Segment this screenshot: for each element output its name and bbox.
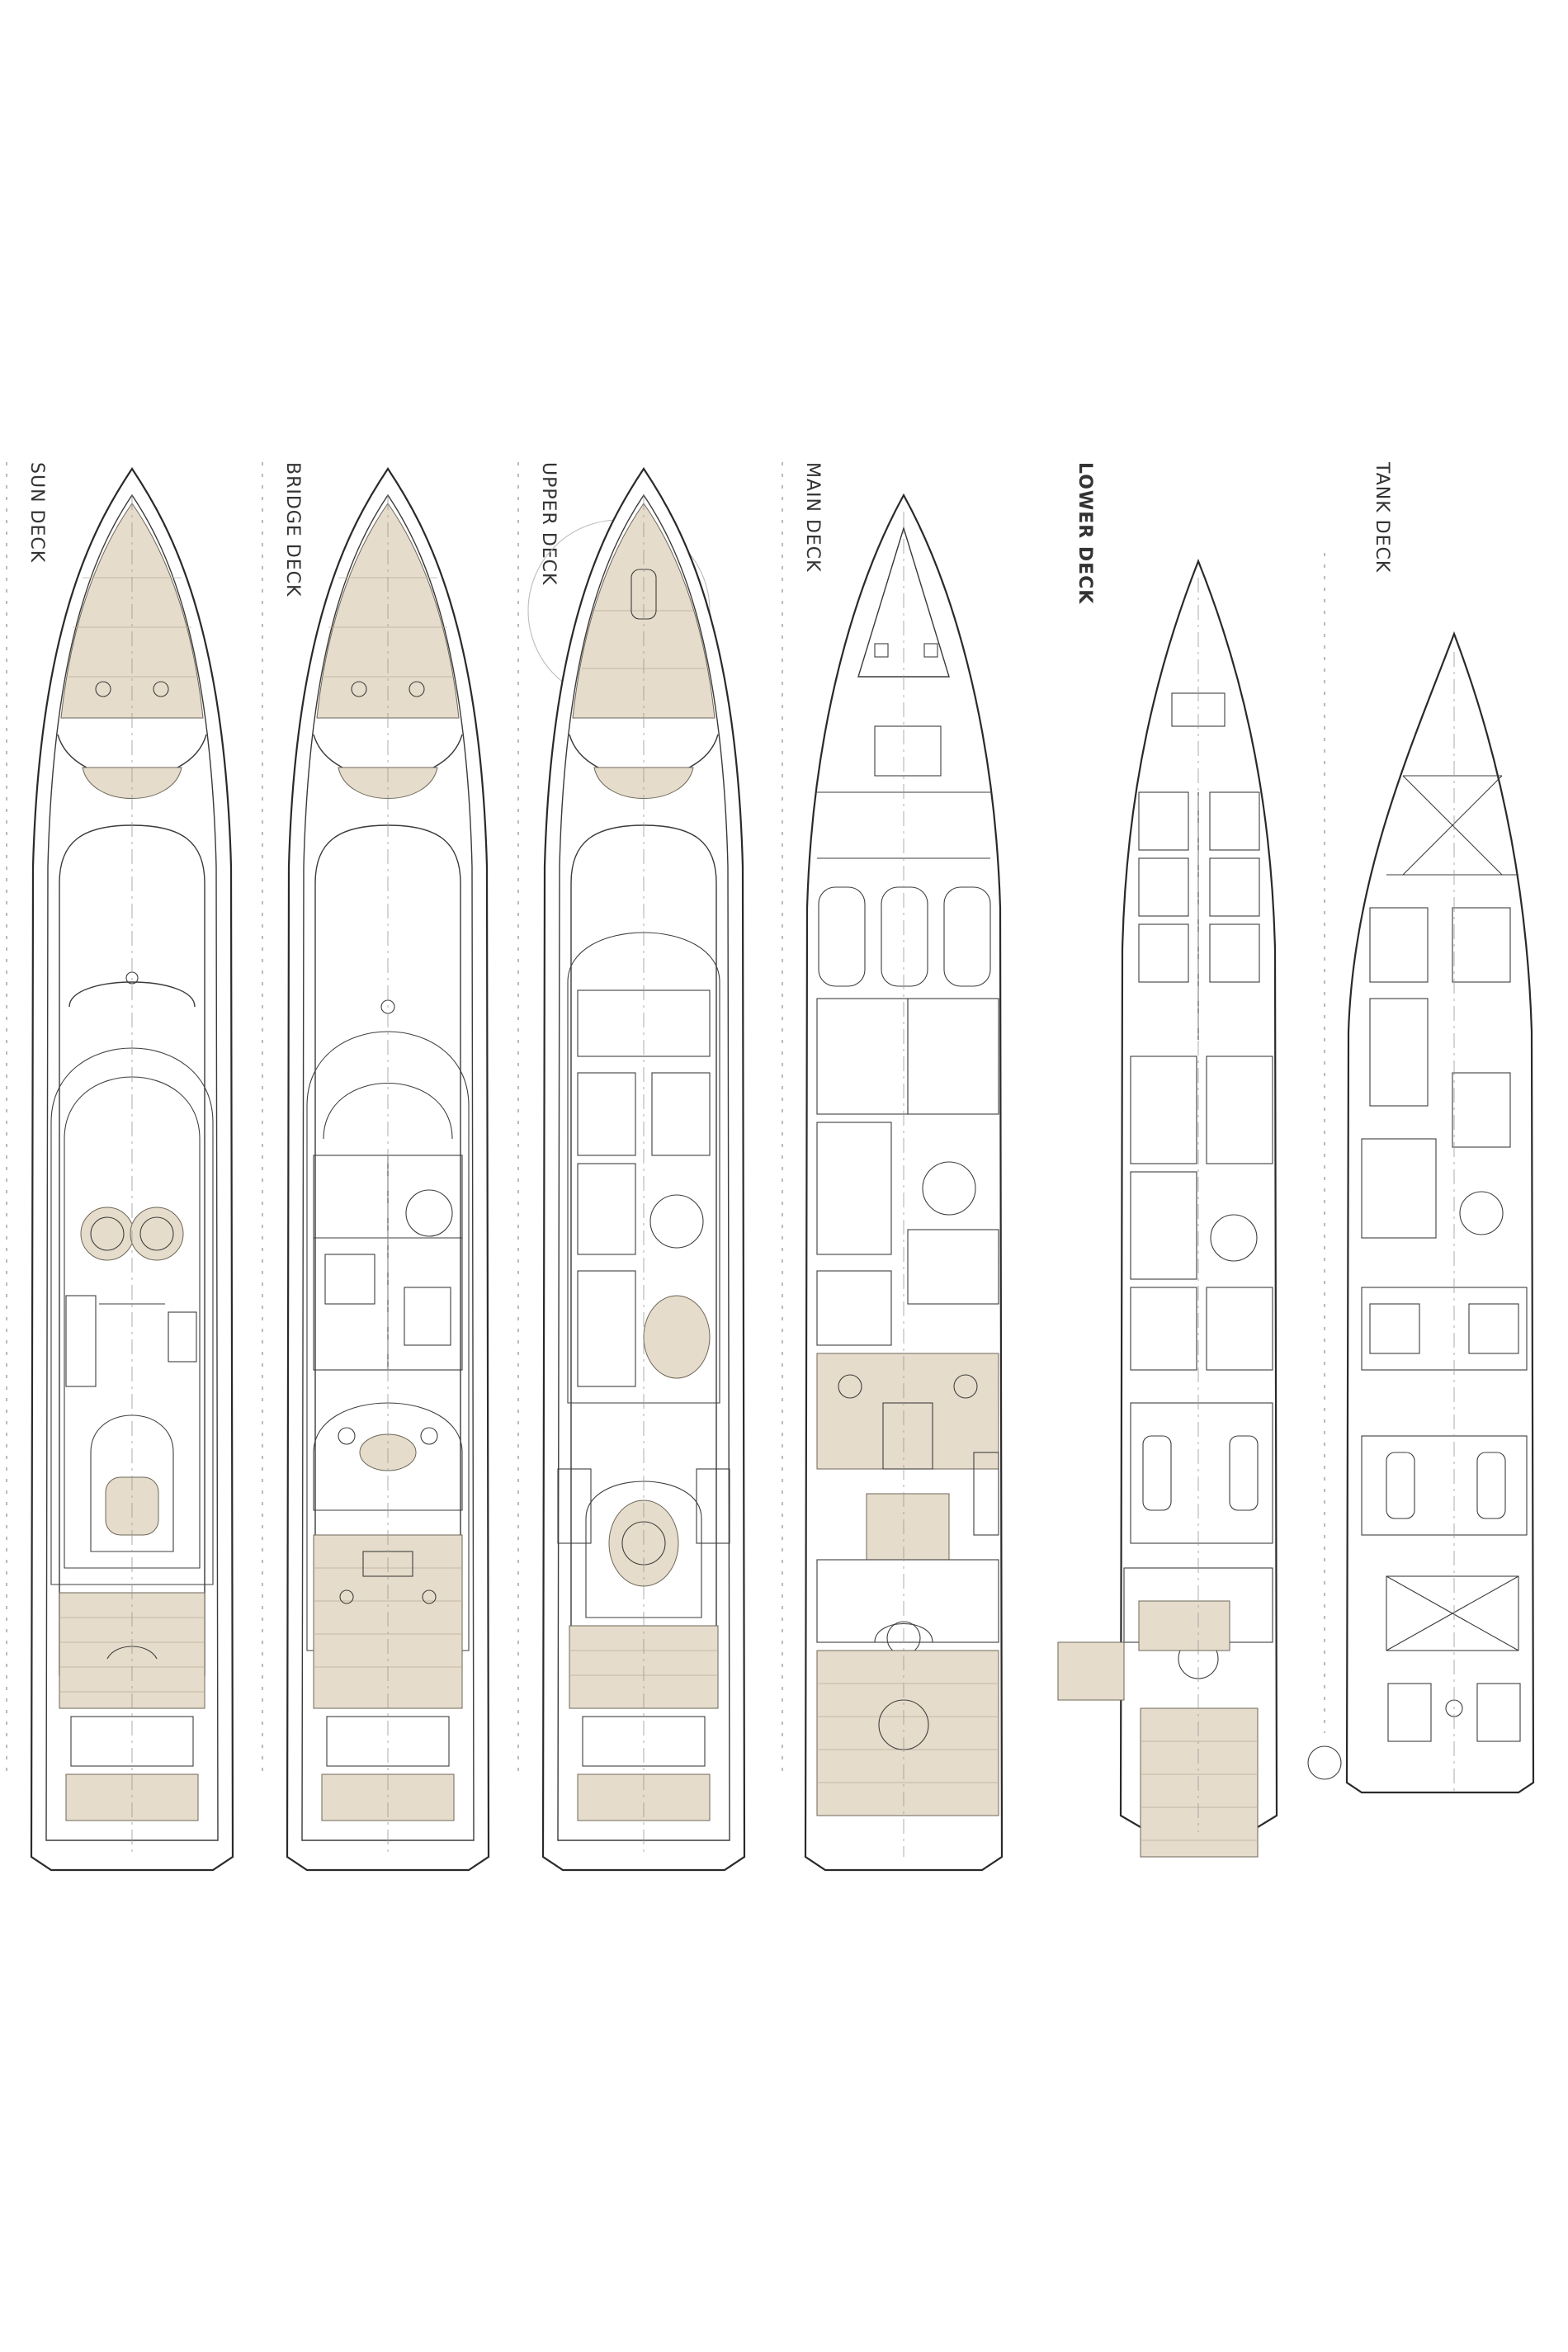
- deck-title-bridge: BRIDGE DECK: [282, 462, 303, 597]
- deck-title-upper: UPPER DECK: [538, 462, 559, 585]
- deck-title-tank: TANK DECK: [1372, 461, 1392, 573]
- deck-tank: TANK DECK: [1345, 461, 1535, 1794]
- deck-sun: SUN DECK: [6, 462, 234, 1872]
- deck-title-lower: LOWER DECK: [1074, 462, 1095, 604]
- deck-upper: UPPER DECK: [517, 462, 746, 1872]
- hull-tank: [1345, 631, 1535, 1794]
- deck-title-main: MAIN DECK: [802, 462, 823, 573]
- hull-main: [804, 493, 1004, 1872]
- deck-lower: LOWER DECK: [1057, 462, 1342, 1858]
- deck-main: MAIN DECK: [782, 462, 1004, 1872]
- deck-title-sun: SUN DECK: [26, 462, 47, 563]
- deck-bridge: BRIDGE DECK: [262, 462, 490, 1872]
